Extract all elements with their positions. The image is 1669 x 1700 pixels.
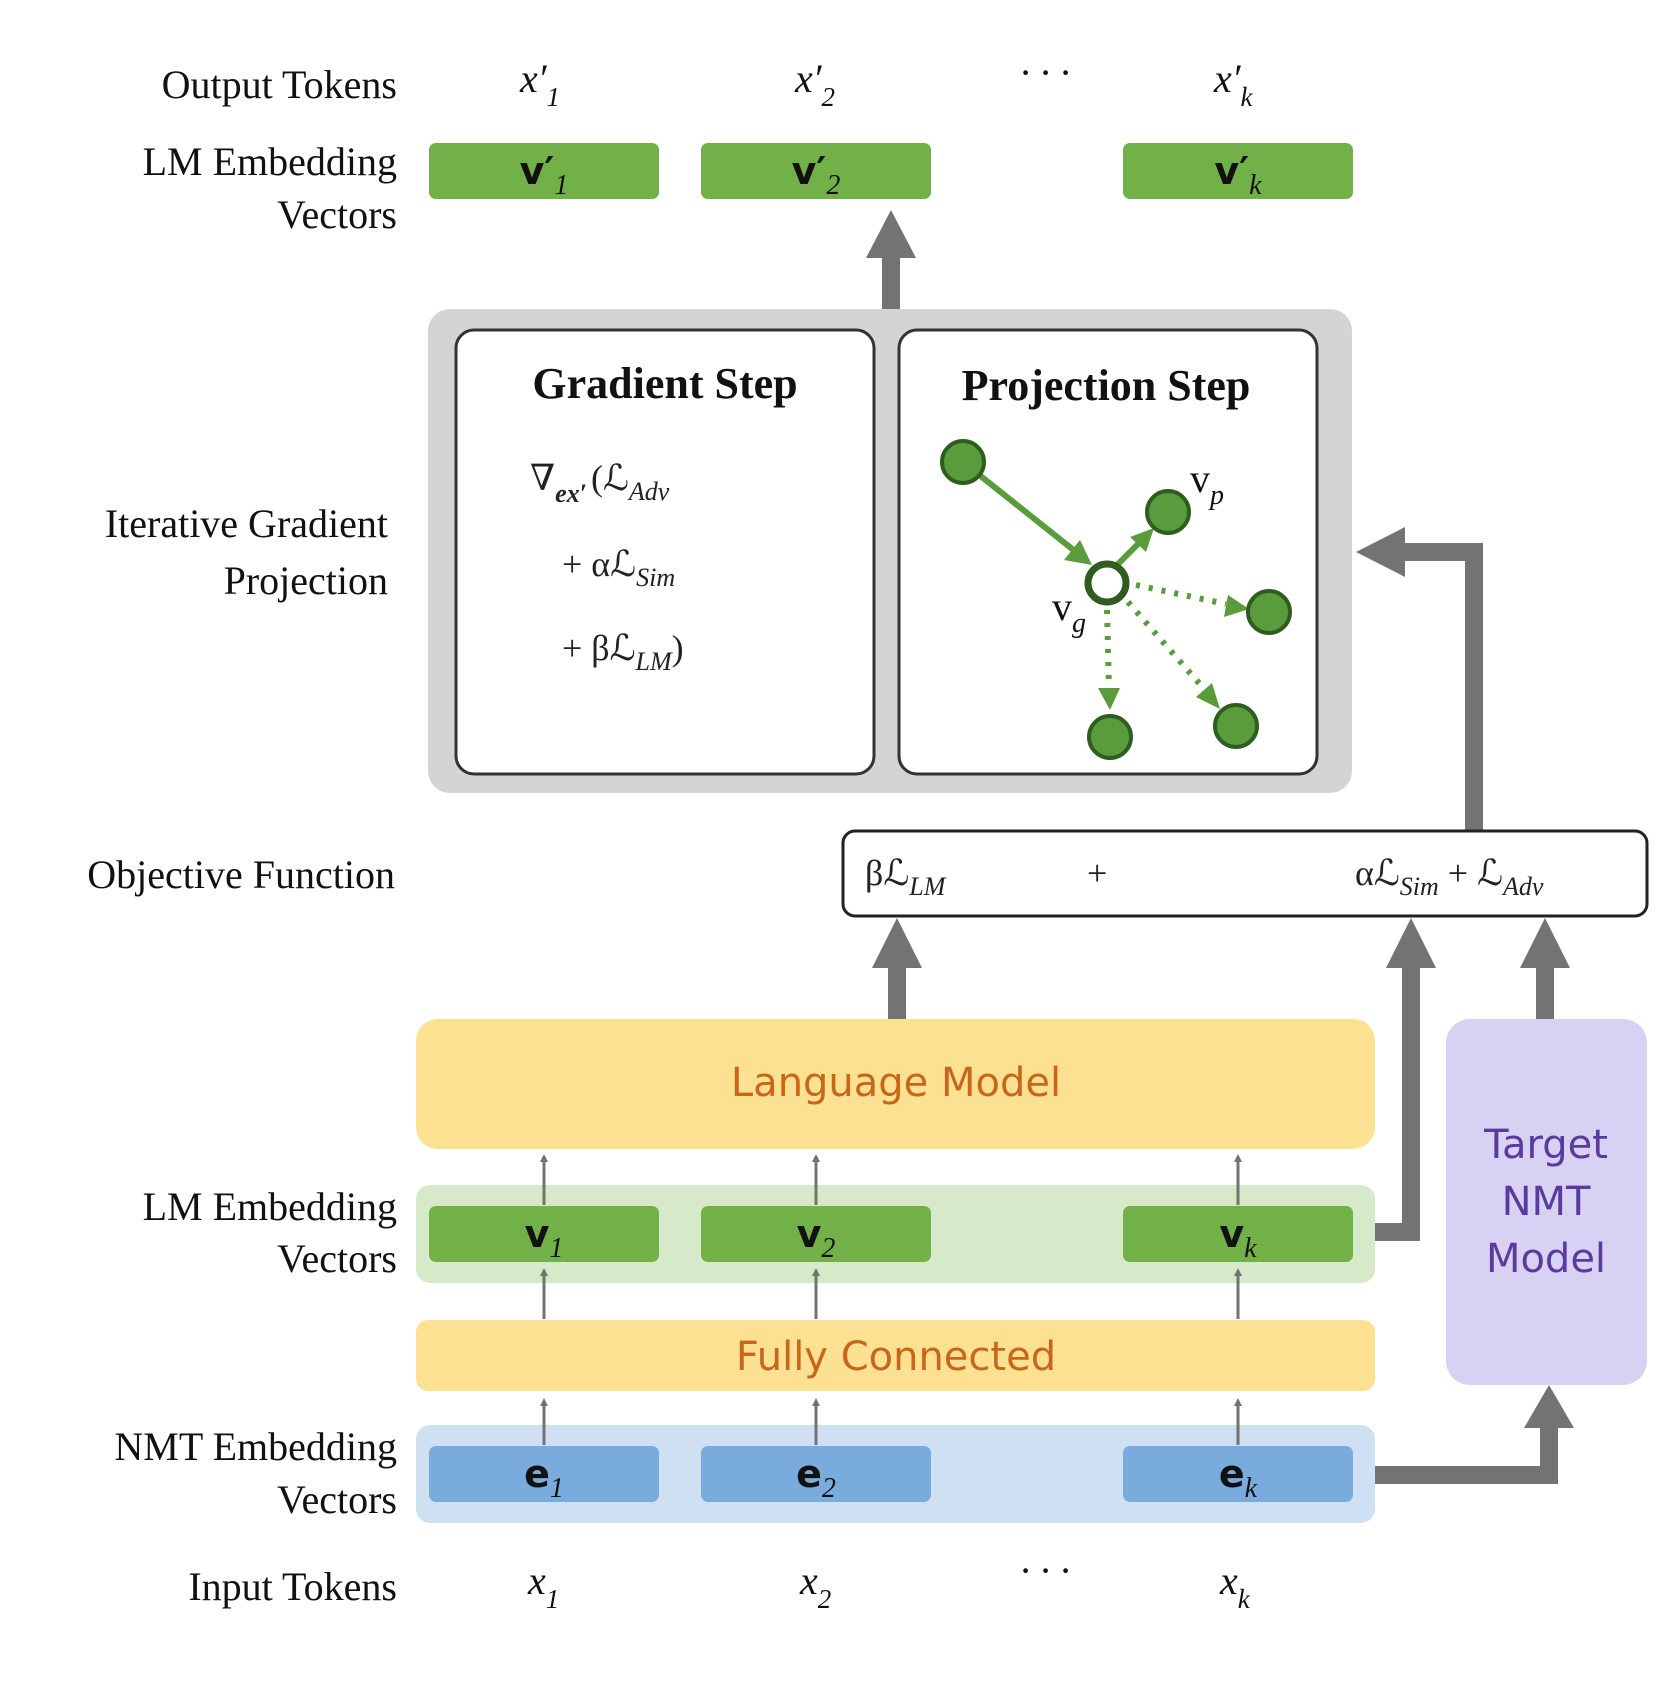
output-token: x′2 — [794, 56, 835, 112]
label-vg: vg — [1052, 584, 1086, 639]
objective-plus: + — [1087, 853, 1107, 893]
projected-node — [1145, 489, 1191, 535]
lm-vector-box — [429, 1206, 659, 1262]
fully-connected-block: Fully Connected — [416, 1320, 1375, 1391]
label-nmt-embedding-line2: Vectors — [277, 1477, 397, 1522]
gradient-step-title: Gradient Step — [532, 359, 797, 408]
arrow-nmt-to-objective — [1520, 918, 1570, 1020]
candidate-arrowhead — [1196, 683, 1220, 709]
label-lm-embedding-top-line2: Vectors — [277, 192, 397, 237]
gradient-move-arrowhead — [1064, 540, 1092, 565]
label-objective-function: Objective Function — [87, 852, 395, 897]
nmt-vector-box — [429, 1446, 659, 1502]
output-vector-box — [429, 143, 659, 199]
nmt-vector-box — [1123, 1446, 1353, 1502]
input-tokens: x1 x2 · · · xk — [527, 1548, 1251, 1614]
output-token: x′k — [1213, 56, 1254, 112]
output-token: x′1 — [519, 56, 560, 112]
language-model-block: Language Model — [416, 1019, 1375, 1149]
output-vector-label: v′k — [1214, 149, 1262, 201]
objective-sim-adv-term: αℒSim + ℒAdv — [1355, 853, 1544, 901]
target-nmt-line1: Target — [1483, 1122, 1608, 1168]
projection-step-title: Projection Step — [962, 361, 1251, 410]
gradient-formula-line: + αℒSim — [562, 544, 675, 592]
nmt-vectors-band: e1 e2 ek — [416, 1425, 1375, 1523]
label-iterative-line2: Projection — [224, 558, 388, 603]
output-vector-label: v′2 — [792, 149, 841, 201]
gradient-formula-line: ∇ex′(ℒAdv — [530, 458, 670, 508]
projection-arrowhead — [1130, 528, 1154, 552]
output-tokens: x′1 x′2 · · · x′k — [519, 50, 1254, 112]
lm-vector-box — [701, 1206, 931, 1262]
lm-vector-label: v1 — [525, 1212, 564, 1264]
target-nmt-block: Target NMT Model — [1446, 1019, 1647, 1385]
label-vp: vp — [1190, 456, 1224, 511]
lm-vector-box — [1123, 1206, 1353, 1262]
output-ellipsis: · · · — [1020, 50, 1070, 95]
lm-vector-label: v2 — [797, 1212, 836, 1264]
fully-connected-label: Fully Connected — [736, 1334, 1056, 1380]
projection-step-box: Projection Step vp vg — [897, 328, 1319, 776]
label-lm-embedding-bottom-line2: Vectors — [277, 1236, 397, 1281]
gradient-move-arrow — [961, 459, 1078, 555]
target-nmt-line2: NMT — [1502, 1179, 1591, 1225]
output-vector-box — [701, 143, 931, 199]
output-vector-label: v′1 — [520, 149, 569, 201]
label-lm-embedding-top-line1: LM Embedding — [143, 139, 397, 184]
candidate-arrows — [1104, 582, 1227, 692]
output-vectors: v′1 v′2 v′k — [429, 143, 1353, 201]
input-token: xk — [1219, 1558, 1251, 1614]
row-labels: Output Tokens LM Embedding Vectors Itera… — [87, 62, 397, 1609]
nmt-vector-label: ek — [1219, 1452, 1258, 1504]
lm-vector-label: vk — [1219, 1212, 1257, 1264]
input-ellipsis: · · · — [1020, 1548, 1070, 1593]
nmt-vector-label: e2 — [796, 1452, 836, 1504]
nmt-vector-box — [701, 1446, 931, 1502]
candidate-node — [1087, 714, 1133, 760]
candidate-node — [1213, 703, 1259, 749]
arrow-objective-to-igp — [1356, 527, 1483, 831]
arrow-lmvec-to-objective — [1371, 918, 1436, 1241]
target-nmt-line3: Model — [1486, 1236, 1606, 1282]
label-input-tokens: Input Tokens — [188, 1564, 397, 1609]
candidate-arrowhead — [1224, 595, 1249, 617]
objective-box: βℒLM + αℒSim + ℒAdv — [841, 829, 1649, 918]
arrow-nmt-to-target — [1375, 1385, 1574, 1484]
gradient-formula-line: + βℒLM) — [562, 628, 684, 676]
candidate-arrowhead — [1098, 688, 1120, 710]
lm-vectors-band: v1 v2 vk — [416, 1185, 1375, 1283]
arrow-igp-to-output — [866, 210, 916, 310]
input-token: x2 — [799, 1558, 831, 1614]
input-token: x1 — [527, 1558, 559, 1614]
label-lm-embedding-bottom-line1: LM Embedding — [143, 1184, 397, 1229]
candidate-node — [1246, 589, 1292, 635]
output-vector-box — [1123, 143, 1353, 199]
language-model-label: Language Model — [731, 1060, 1061, 1106]
thin-arrows — [540, 1154, 1242, 1445]
nmt-vector-label: e1 — [524, 1452, 564, 1504]
label-iterative-line1: Iterative Gradient — [105, 501, 388, 546]
gradient-node — [1084, 560, 1130, 606]
arrow-lm-to-objective — [872, 918, 922, 1020]
label-nmt-embedding-line1: NMT Embedding — [114, 1424, 397, 1469]
label-output-tokens: Output Tokens — [162, 62, 397, 107]
start-node — [940, 439, 986, 485]
gradient-step-box: Gradient Step ∇ex′(ℒAdv + αℒSim + βℒLM) — [454, 328, 876, 776]
objective-lm-term: βℒLM — [865, 853, 947, 901]
